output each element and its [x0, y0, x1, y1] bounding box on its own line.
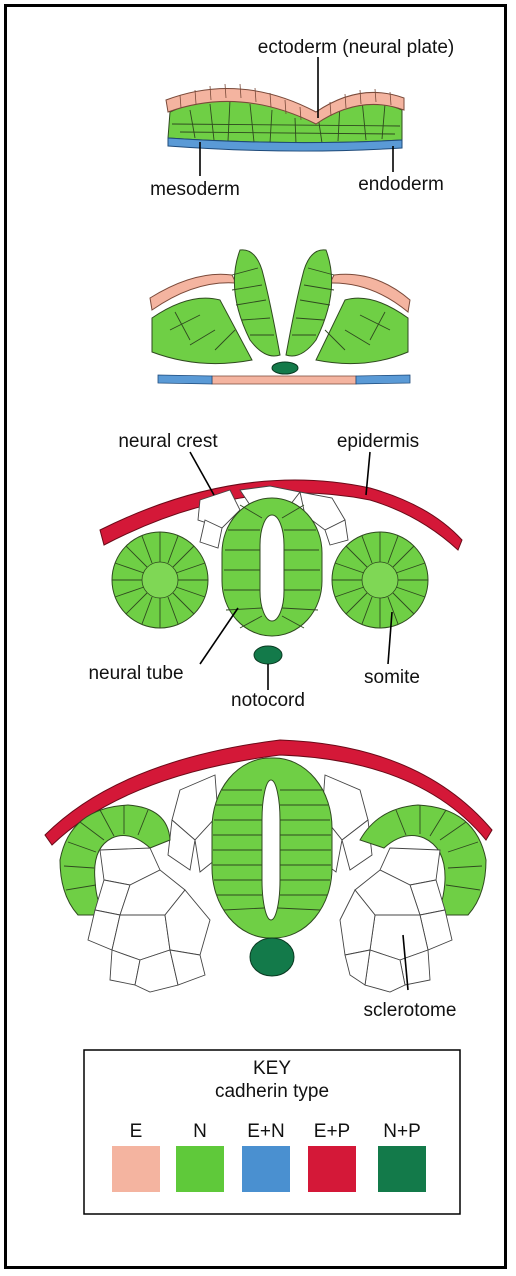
stage-3-neural-tube: neural crest epidermis neural tube notoc…	[88, 431, 462, 711]
key-label-1: N	[193, 1121, 207, 1142]
key-swatch-1	[176, 1146, 224, 1192]
key-box: KEY cadherin type E N E+N E+P N+P	[84, 1050, 460, 1214]
key-subtitle: cadherin type	[215, 1081, 329, 1102]
notochord-stage2	[272, 362, 298, 374]
left-sclerotome	[88, 848, 210, 992]
right-sclerotome	[340, 848, 452, 992]
key-swatch-3	[308, 1146, 356, 1192]
label-somite: somite	[364, 667, 420, 688]
label-mesoderm: mesoderm	[150, 179, 240, 200]
label-neural-tube: neural tube	[88, 663, 183, 684]
stage-2-neural-folds	[150, 250, 410, 384]
label-notocord: notocord	[231, 690, 305, 711]
stage-1-neural-plate: ectoderm (neural plate) mesoderm endoder…	[150, 37, 454, 200]
key-label-0: E	[130, 1121, 143, 1142]
notochord-stage3	[254, 646, 282, 664]
right-neural-fold	[286, 250, 332, 356]
key-label-2: E+N	[247, 1121, 285, 1142]
key-swatch-0	[112, 1146, 160, 1192]
key-swatch-4	[378, 1146, 426, 1192]
key-title: KEY	[253, 1058, 291, 1079]
key-swatch-2	[242, 1146, 290, 1192]
label-ectoderm: ectoderm (neural plate)	[258, 37, 454, 58]
key-label-4: N+P	[383, 1121, 421, 1142]
label-sclerotome: sclerotome	[364, 1000, 457, 1021]
label-endoderm: endoderm	[358, 174, 444, 195]
stage-4-sclerotome: sclerotome	[45, 740, 492, 1021]
notochord-stage4	[250, 938, 294, 976]
label-epidermis: epidermis	[337, 431, 419, 452]
key-label-3: E+P	[314, 1121, 350, 1142]
label-neural-crest: neural crest	[118, 431, 218, 452]
